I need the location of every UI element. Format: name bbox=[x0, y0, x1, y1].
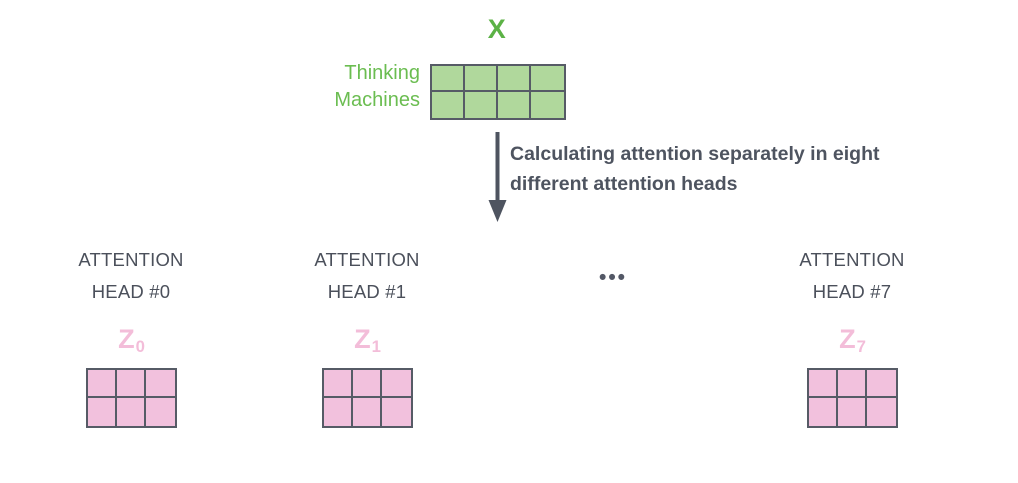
matrix-grid-z7 bbox=[806, 368, 898, 428]
matrix-cell bbox=[866, 370, 896, 398]
attention-head-1-title-line2: HEAD #1 bbox=[327, 281, 407, 302]
matrix-cell bbox=[352, 398, 382, 426]
matrix-cell bbox=[465, 66, 498, 92]
z-label-1-subscript: 1 bbox=[371, 337, 381, 356]
matrix-cell bbox=[323, 398, 353, 426]
matrix-cell bbox=[866, 398, 896, 426]
z-label-1: Z1 bbox=[257, 324, 477, 358]
matrix-cell bbox=[498, 66, 531, 92]
matrix-grid-z0 bbox=[85, 368, 177, 428]
matrix-cell bbox=[381, 398, 411, 426]
matrix-cell bbox=[531, 66, 564, 92]
x-row-label-0: Thinking bbox=[344, 62, 420, 84]
matrix-cell bbox=[352, 370, 382, 398]
attention-head-0: ATTENTION HEAD #0 Z0 bbox=[21, 244, 241, 428]
matrix-cell bbox=[116, 370, 146, 398]
heads-ellipsis: ••• bbox=[598, 266, 628, 289]
attention-head-1-title-line1: ATTENTION bbox=[314, 249, 420, 270]
x-matrix bbox=[430, 64, 566, 120]
matrix-cell bbox=[808, 370, 838, 398]
z-matrix-0 bbox=[21, 368, 241, 428]
attention-head-7: ATTENTION HEAD #7 Z7 bbox=[742, 244, 962, 428]
matrix-cell bbox=[87, 370, 117, 398]
matrix-cell bbox=[837, 370, 867, 398]
z-label-0-symbol: Z bbox=[118, 324, 135, 354]
matrix-cell bbox=[531, 92, 564, 118]
x-row-label-1: Machines bbox=[334, 89, 420, 111]
matrix-cell bbox=[116, 398, 146, 426]
matrix-cell bbox=[837, 398, 867, 426]
flow-caption: Calculating attention separately in eigh… bbox=[510, 143, 880, 195]
z-label-7-subscript: 7 bbox=[856, 337, 866, 356]
matrix-cell bbox=[808, 398, 838, 426]
matrix-cell bbox=[323, 370, 353, 398]
z-label-0-subscript: 0 bbox=[135, 337, 145, 356]
matrix-grid-z1 bbox=[321, 368, 413, 428]
matrix-cell bbox=[465, 92, 498, 118]
z-label-7-symbol: Z bbox=[839, 324, 856, 354]
attention-head-7-title-line1: ATTENTION bbox=[799, 249, 905, 270]
matrix-cell bbox=[498, 92, 531, 118]
z-matrix-1 bbox=[257, 368, 477, 428]
z-label-7: Z7 bbox=[742, 324, 962, 358]
matrix-grid-x bbox=[430, 64, 566, 120]
attention-head-1: ATTENTION HEAD #1 Z1 bbox=[257, 244, 477, 428]
attention-head-0-title-line1: ATTENTION bbox=[78, 249, 184, 270]
matrix-cell bbox=[432, 66, 465, 92]
matrix-cell bbox=[145, 370, 175, 398]
z-label-0: Z0 bbox=[21, 324, 241, 358]
attention-head-0-title: ATTENTION HEAD #0 bbox=[21, 244, 241, 308]
x-row-labels: Thinking Machines bbox=[280, 60, 420, 114]
matrix-cell bbox=[145, 398, 175, 426]
matrix-cell bbox=[381, 370, 411, 398]
down-arrow-icon bbox=[486, 130, 510, 230]
attention-head-1-title: ATTENTION HEAD #1 bbox=[257, 244, 477, 308]
attention-head-7-title: ATTENTION HEAD #7 bbox=[742, 244, 962, 308]
x-matrix-label: X bbox=[487, 14, 507, 44]
z-matrix-7 bbox=[742, 368, 962, 428]
matrix-cell bbox=[87, 398, 117, 426]
matrix-cell bbox=[432, 92, 465, 118]
attention-head-7-title-line2: HEAD #7 bbox=[812, 281, 892, 302]
attention-head-0-title-line2: HEAD #0 bbox=[91, 281, 171, 302]
z-label-1-symbol: Z bbox=[354, 324, 371, 354]
